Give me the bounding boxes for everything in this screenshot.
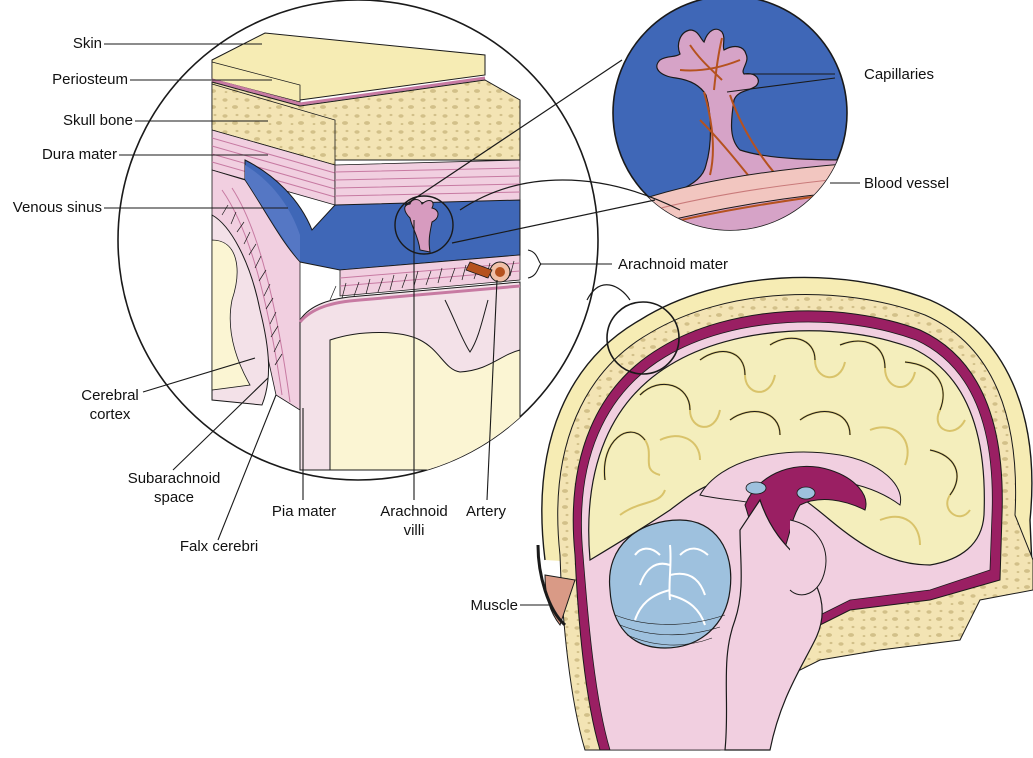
label-venous-sinus: Venous sinus (12, 199, 102, 216)
magnified-meninges-block (117, 0, 599, 481)
label-arachnoid-villi-line2: villi (403, 522, 425, 539)
label-blood-vessel: Blood vessel (864, 175, 950, 192)
label-artery: Artery (465, 503, 507, 520)
label-cerebral-cortex-line2: cortex (89, 406, 131, 423)
leader-lines (104, 43, 860, 606)
label-falx-cerebri: Falx cerebri (179, 538, 259, 555)
arachnoid-villus-closeup (612, 0, 848, 231)
label-dura-mater: Dura mater (41, 146, 117, 163)
label-arachnoid-mater: Arachnoid mater (618, 256, 729, 273)
label-pia-mater: Pia mater (271, 503, 337, 520)
label-subarachnoid-space-line1: Subarachnoid (127, 470, 221, 487)
label-muscle: Muscle (470, 597, 518, 614)
label-skin: Skin (72, 35, 102, 52)
label-skull-bone: Skull bone (62, 112, 133, 129)
label-arachnoid-villi-line1: Arachnoid (380, 503, 448, 520)
label-periosteum: Periosteum (52, 71, 128, 88)
label-subarachnoid-space-line2: space (153, 489, 195, 506)
label-capillaries: Capillaries (864, 66, 935, 83)
label-cerebral-cortex-line1: Cerebral (81, 387, 139, 404)
sagittal-brain-section (536, 276, 1033, 751)
